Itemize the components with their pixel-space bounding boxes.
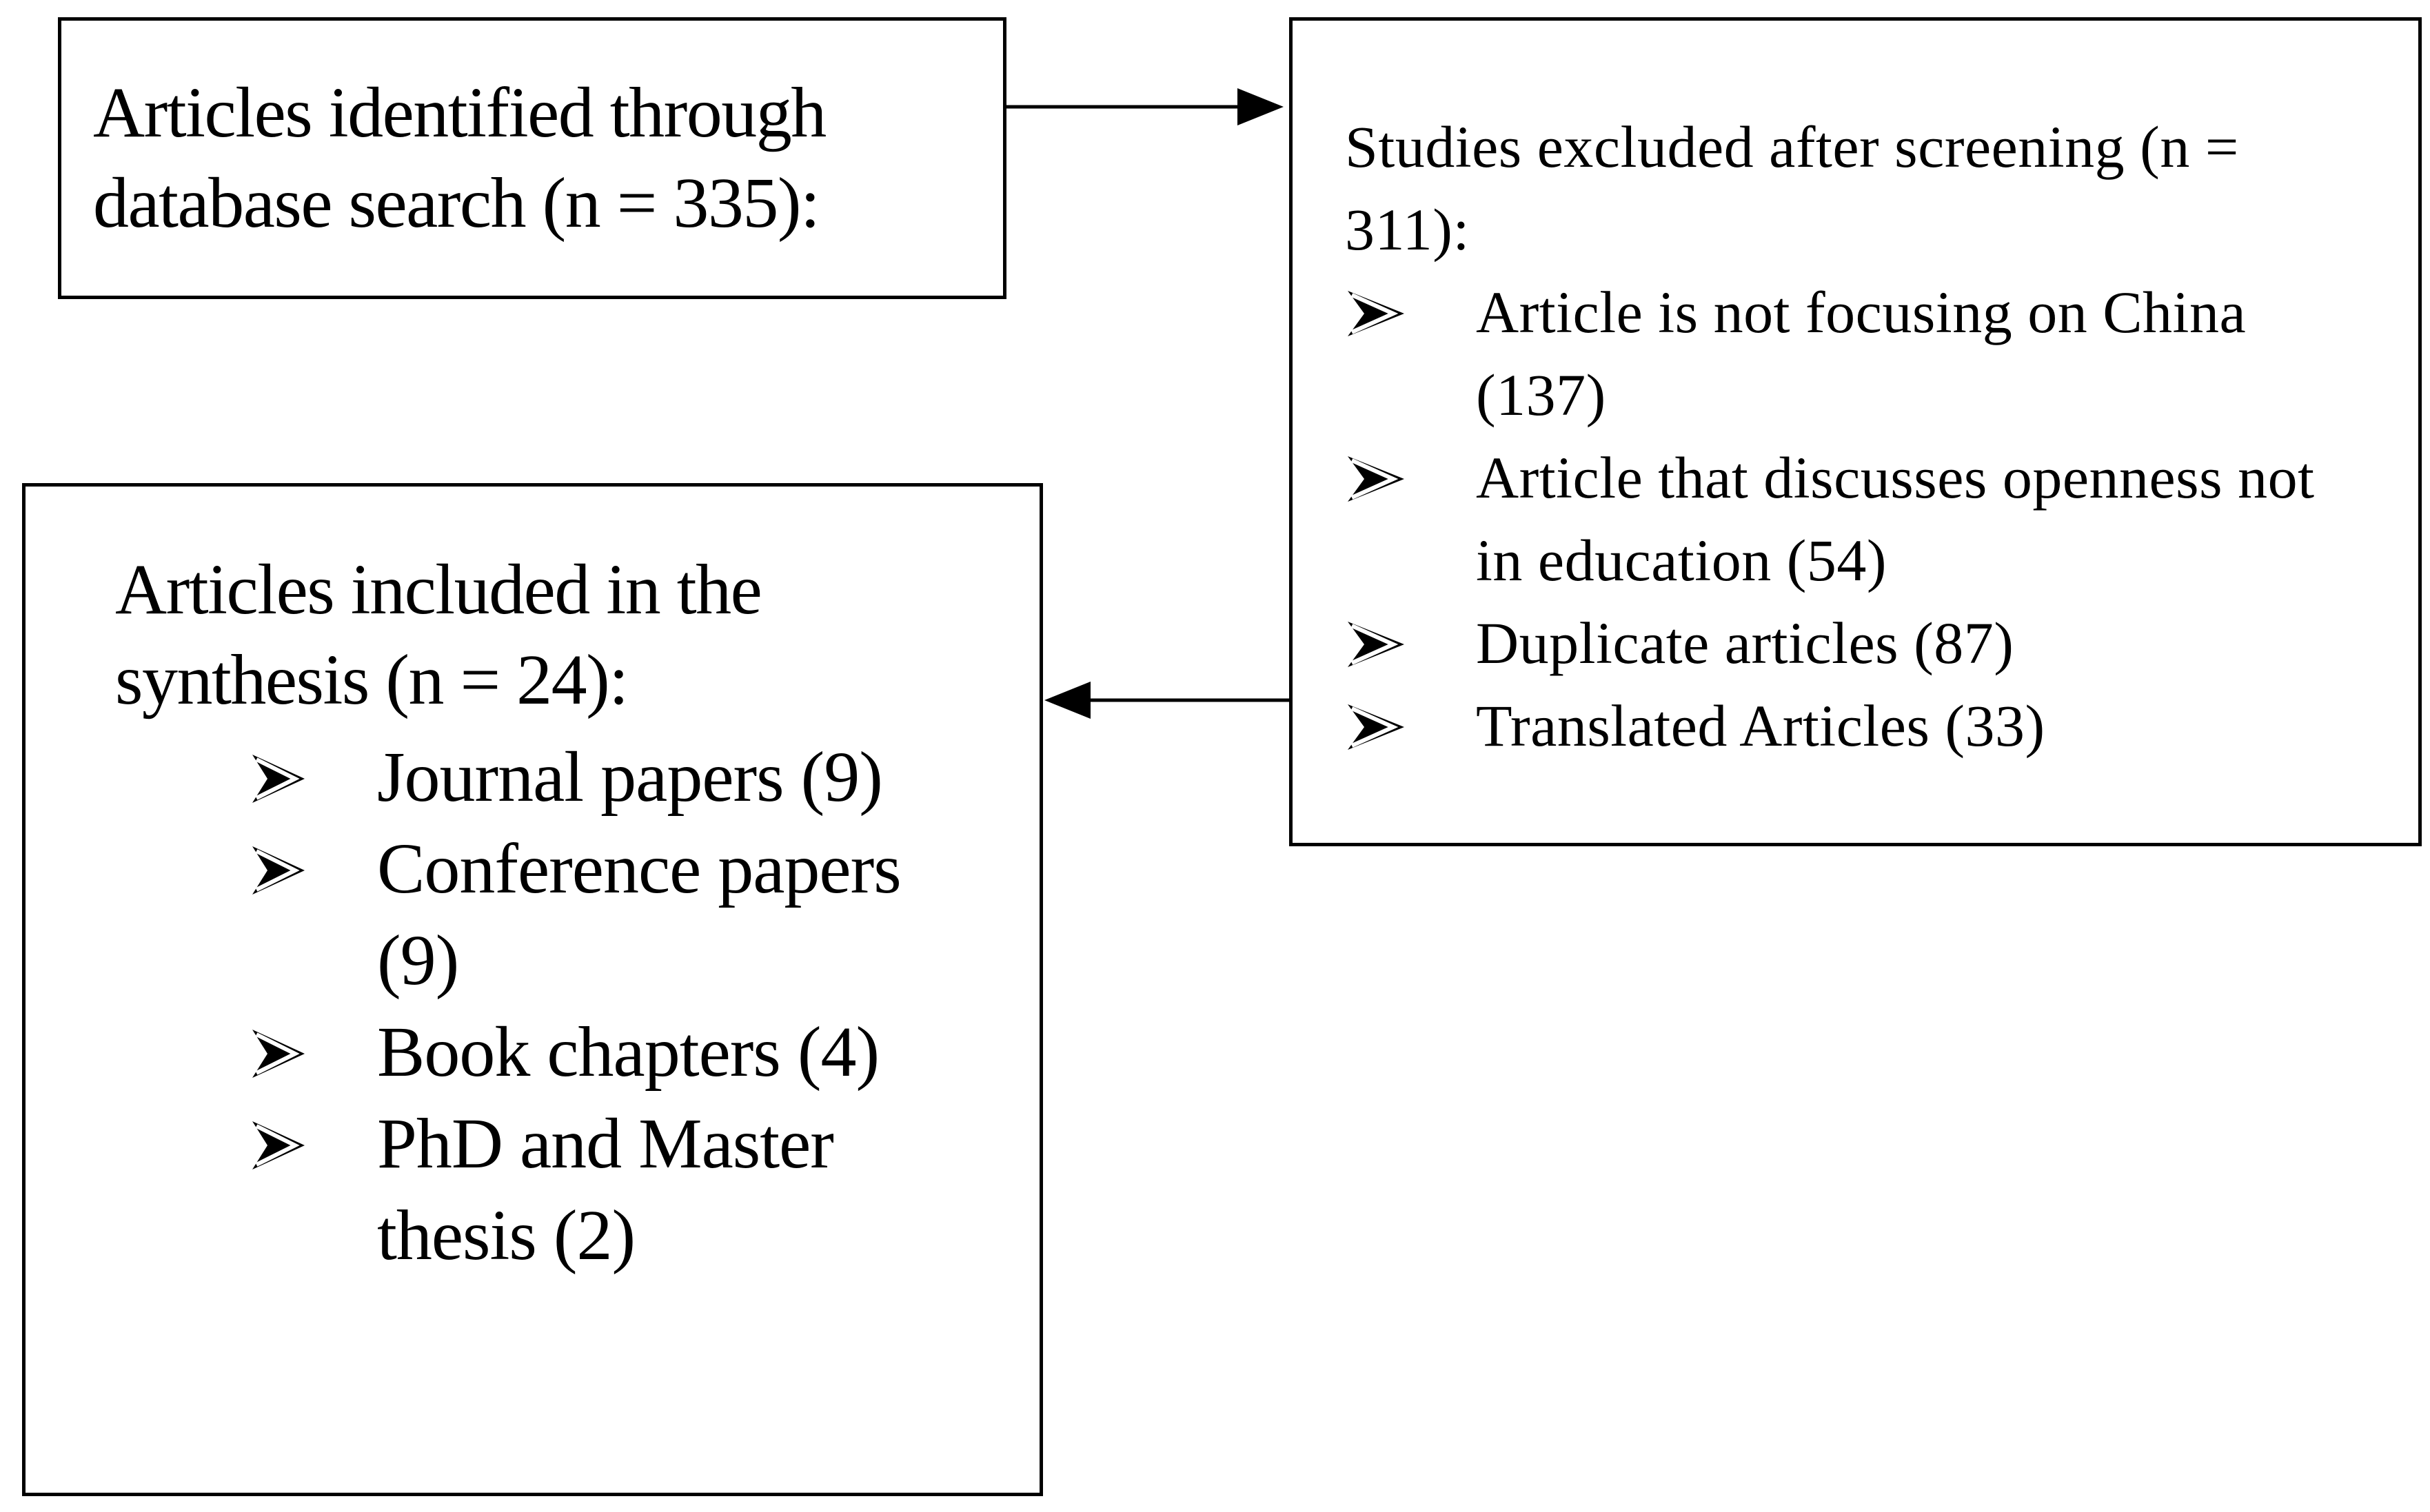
included-item: PhD and Master thesis (2)	[250, 1098, 922, 1281]
included-item-label: PhD and Master thesis (2)	[377, 1104, 834, 1275]
included-item: Conference papers (9)	[250, 823, 922, 1006]
excluded-item: Article is not focusing on China (137)	[1345, 271, 2358, 436]
arrowhead-bullet-icon	[252, 1030, 305, 1078]
excluded-item-label: Article that discusses openness not in e…	[1476, 445, 2315, 593]
excluded-item-label: Duplicate articles (87)	[1476, 610, 2014, 676]
included-box: Articles included in the synthesis (n = …	[22, 483, 1043, 1496]
arrowhead-bullet-icon	[1348, 622, 1404, 667]
included-list: Journal papers (9) Conference papers (9)…	[250, 731, 922, 1281]
excluded-item: Article that discusses openness not in e…	[1345, 436, 2358, 602]
excluded-item: Duplicate articles (87)	[1345, 602, 2358, 684]
arrowhead-bullet-icon	[1348, 704, 1404, 750]
included-item: Book chapters (4)	[250, 1006, 922, 1098]
arrow-excluded-to-included	[1044, 682, 1289, 719]
excluded-heading: Studies excluded after screening (n = 31…	[1345, 114, 2239, 263]
identified-text: Articles identified through database sea…	[93, 73, 827, 243]
arrowhead-bullet-icon	[1348, 291, 1404, 336]
excluded-item-label: Article is not focusing on China (137)	[1476, 279, 2247, 428]
arrowhead-bullet-icon	[252, 755, 305, 803]
identified-box: Articles identified through database sea…	[58, 17, 1006, 299]
included-item-label: Conference papers (9)	[377, 829, 902, 1000]
excluded-list: Article is not focusing on China (137) A…	[1345, 271, 2358, 767]
arrowhead-bullet-icon	[252, 846, 305, 895]
included-item-label: Book chapters (4)	[377, 1012, 880, 1092]
included-item-label: Journal papers (9)	[377, 737, 883, 817]
excluded-box: Studies excluded after screening (n = 31…	[1289, 17, 2422, 846]
included-item: Journal papers (9)	[250, 731, 922, 823]
included-heading: Articles included in the synthesis (n = …	[115, 550, 762, 719]
arrowhead-bullet-icon	[1348, 456, 1404, 502]
excluded-item-label: Translated Articles (33)	[1476, 693, 2045, 759]
arrow-identified-to-excluded	[1006, 88, 1284, 125]
excluded-item: Translated Articles (33)	[1345, 684, 2358, 767]
arrowhead-bullet-icon	[252, 1121, 305, 1169]
